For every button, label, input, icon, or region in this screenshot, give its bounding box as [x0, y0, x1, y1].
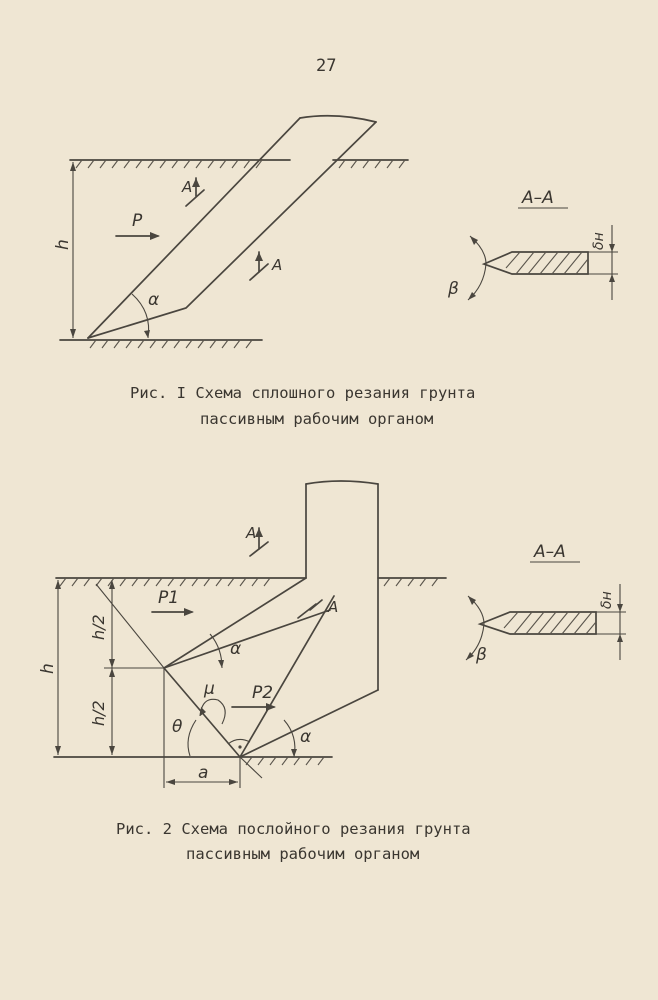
fig2-section-view: A–A δн β — [465, 542, 626, 665]
fig2-half-depth-bottom-label: h/2 — [89, 700, 108, 726]
fig1-section-bottom-label: A — [271, 256, 282, 274]
fig1-section-top-label: A — [181, 178, 192, 196]
fig2-depth-label: h — [38, 663, 58, 674]
fig2-alpha-lower-label: α — [300, 727, 311, 747]
fig2-depth-dimension: h h/2 h/2 — [38, 580, 164, 755]
fig2-theta-label: θ — [172, 717, 183, 737]
fig2-force-lower: P2 — [231, 683, 276, 711]
fig1-ground-surface — [69, 159, 409, 169]
fig2-cut-bottom — [53, 756, 333, 766]
fig2-force-lower-label: P2 — [252, 683, 273, 703]
fig1-beta-label: β — [447, 279, 459, 299]
fig2-beta-label: β — [475, 645, 487, 665]
fig2-section-mark-top: A — [245, 524, 269, 557]
fig1-section-title: A–A — [521, 188, 554, 208]
page-number: 27 — [316, 56, 337, 76]
fig2-offset-label: a — [198, 763, 208, 783]
fig2-ground-surface — [55, 577, 447, 587]
fig2-force-upper-label: P1 — [158, 588, 179, 608]
fig1-section-view: A–A δн β — [447, 188, 618, 301]
fig1-alpha-label: α — [148, 290, 159, 310]
fig2-mu-label: μ — [203, 679, 215, 699]
fig1-caption-line-1: Рис. I Схема сплошного резания грунта — [130, 384, 476, 402]
fig1-cut-bottom — [59, 339, 263, 349]
fig1-section-mark-top: A — [181, 177, 205, 207]
fig1-caption-line-2: пассивным рабочим органом — [200, 410, 434, 428]
fig2-section-bottom-label: A — [327, 598, 338, 616]
fig1-section-mark-bottom: A — [249, 251, 282, 281]
fig2-section-mark-bottom: A — [297, 598, 338, 619]
fig1-thickness-label: δн — [591, 232, 607, 250]
fig1-force-label: P — [132, 211, 143, 231]
fig2-thickness-label: δн — [599, 591, 615, 609]
fig2-blade: a α α θ μ — [95, 480, 379, 788]
fig2-section-title: A–A — [533, 542, 566, 562]
fig2-caption-line-1: Рис. 2 Схема послойного резания грунта — [116, 820, 471, 838]
fig2-half-depth-top-label: h/2 — [89, 614, 108, 640]
fig1-depth-dimension: h — [53, 162, 76, 338]
fig1-force-arrow: P — [115, 211, 160, 240]
fig2-force-upper: P1 — [151, 588, 194, 616]
fig1-blade: α — [87, 114, 377, 339]
fig2-alpha-upper-label: α — [230, 639, 241, 659]
fig2-section-top-label: A — [245, 524, 256, 542]
fig1-depth-label: h — [53, 239, 73, 250]
fig2-caption-line-2: пассивным рабочим органом — [186, 845, 420, 863]
